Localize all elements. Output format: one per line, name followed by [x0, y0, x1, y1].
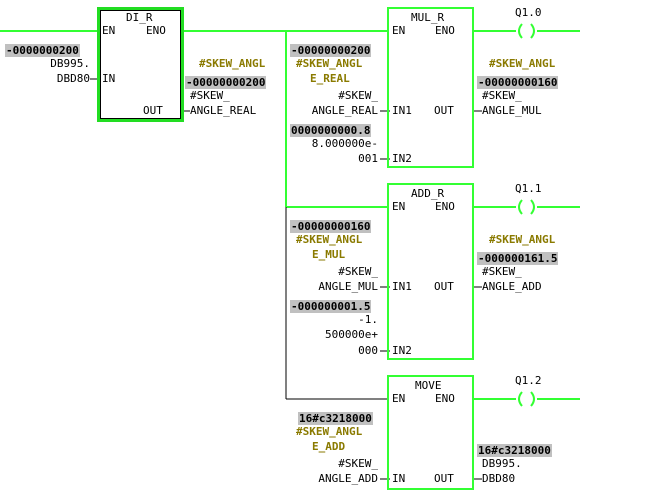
move-title: MOVE — [415, 379, 442, 392]
mul-in1-symbol-2: E_REAL — [310, 72, 350, 85]
move-eno-pin: ENO — [435, 392, 455, 405]
coil-q1-1[interactable] — [518, 200, 534, 214]
mul-out-name[interactable]: #SKEW_ — [482, 89, 522, 102]
add-out-symbol: #SKEW_ANGL — [489, 233, 556, 246]
mul-r-out-pin: OUT — [434, 104, 454, 117]
add-in2-real-3[interactable]: 000 — [358, 344, 378, 357]
add-r-in2-pin: IN2 — [392, 344, 412, 357]
move-out-value[interactable]: 16#c3218000 — [477, 444, 552, 457]
di-r-en-pin: EN — [102, 24, 116, 37]
add-in1-name[interactable]: #SKEW_ — [338, 265, 378, 278]
add-in1-value[interactable]: -00000000160 — [290, 220, 372, 233]
di-r-out-value[interactable]: -00000000200 — [185, 76, 267, 89]
add-in2-real[interactable]: -1. — [358, 313, 378, 326]
move-in-symbol-2: E_ADD — [312, 440, 346, 453]
mul-r-title: MUL_R — [411, 11, 445, 24]
mul-r-block[interactable] — [387, 7, 474, 168]
coil-q1-2[interactable] — [518, 392, 534, 406]
mul-out-name-2[interactable]: ANGLE_MUL — [482, 104, 542, 117]
di-r-out-pin: OUT — [143, 104, 163, 117]
add-in2-real-2[interactable]: 500000e+ — [325, 328, 378, 341]
add-r-block[interactable] — [387, 183, 474, 360]
mul-in1-value[interactable]: -00000000200 — [290, 44, 372, 57]
coil-q1-0[interactable] — [518, 24, 534, 38]
mul-out-symbol: #SKEW_ANGL — [489, 57, 556, 70]
add-r-en-pin: EN — [392, 200, 406, 213]
add-r-in1-pin: IN1 — [392, 280, 412, 293]
mul-r-eno-pin: ENO — [435, 24, 455, 37]
di-r-out-name-2[interactable]: ANGLE_REAL — [190, 104, 257, 117]
move-out-address[interactable]: DB995. — [482, 457, 522, 470]
power-flow-wires — [0, 30, 580, 400]
mul-in1-symbol: #SKEW_ANGL — [296, 57, 363, 70]
move-en-pin: EN — [392, 392, 406, 405]
coil-q1-1-label: Q1.1 — [515, 182, 542, 195]
mul-r-en-pin: EN — [392, 24, 406, 37]
add-r-title: ADD_R — [411, 187, 445, 200]
mul-in2-real[interactable]: 8.000000e- — [311, 137, 378, 150]
di-r-in-pin: IN — [102, 72, 116, 85]
add-in1-symbol: #SKEW_ANGL — [296, 233, 363, 246]
di-r-title: DI_R — [126, 11, 153, 24]
mul-in2-value[interactable]: 0000000000.8 — [290, 124, 372, 137]
add-in1-name-2[interactable]: ANGLE_MUL — [318, 280, 378, 293]
mul-r-in2-pin: IN2 — [392, 152, 412, 165]
di-r-in-value[interactable]: -0000000200 — [5, 44, 80, 57]
di-r-out-symbol: #SKEW_ANGL — [199, 57, 266, 70]
move-block[interactable] — [387, 375, 474, 490]
move-in-pin: IN — [392, 472, 406, 485]
di-r-out-name[interactable]: #SKEW_ — [190, 89, 230, 102]
move-in-symbol: #SKEW_ANGL — [296, 425, 363, 438]
add-out-name[interactable]: #SKEW_ — [482, 265, 522, 278]
move-in-name[interactable]: #SKEW_ — [338, 457, 378, 470]
mul-in2-real-2[interactable]: 001 — [358, 152, 378, 165]
move-in-value[interactable]: 16#c3218000 — [298, 412, 373, 425]
di-r-block[interactable] — [97, 7, 184, 122]
mul-out-value[interactable]: -00000000160 — [477, 76, 559, 89]
move-out-pin: OUT — [434, 472, 454, 485]
add-r-out-pin: OUT — [434, 280, 454, 293]
mul-in1-name-2[interactable]: ANGLE_REAL — [311, 104, 378, 117]
move-in-name-2[interactable]: ANGLE_ADD — [318, 472, 378, 485]
coil-shapes — [518, 23, 535, 407]
add-out-name-2[interactable]: ANGLE_ADD — [482, 280, 542, 293]
add-out-value[interactable]: -000000161.5 — [477, 252, 559, 265]
add-in2-value[interactable]: -000000001.5 — [290, 300, 372, 313]
move-out-address-2[interactable]: DBD80 — [482, 472, 516, 485]
coil-q1-0-label: Q1.0 — [515, 6, 542, 19]
add-in1-symbol-2: E_MUL — [312, 248, 346, 261]
coil-q1-2-label: Q1.2 — [515, 374, 542, 387]
mul-in1-name[interactable]: #SKEW_ — [338, 89, 378, 102]
di-r-eno-pin: ENO — [146, 24, 166, 37]
inactive-wires — [90, 78, 482, 480]
di-r-in-address-2[interactable]: DBD80 — [56, 72, 90, 85]
mul-r-in1-pin: IN1 — [392, 104, 412, 117]
di-r-in-address[interactable]: DB995. — [50, 57, 90, 70]
add-r-eno-pin: ENO — [435, 200, 455, 213]
